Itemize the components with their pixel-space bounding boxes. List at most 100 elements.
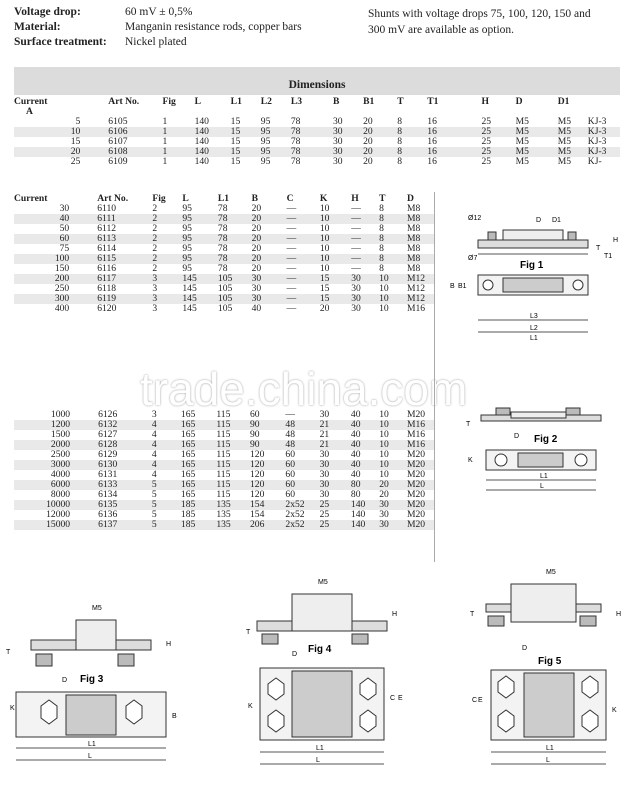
table-cell: 165 xyxy=(180,459,196,470)
table-cell: 115 xyxy=(216,469,231,480)
table-cell: 25 xyxy=(481,156,492,167)
table-cell: 10 xyxy=(319,263,330,274)
table-cell: 30 xyxy=(319,489,330,500)
table-cell: 6135 xyxy=(98,499,118,510)
table-cell: — xyxy=(286,223,297,234)
table-cell: 2000 xyxy=(50,439,71,450)
table-cell: 115 xyxy=(216,479,231,490)
table-cell: 165 xyxy=(180,429,196,440)
b1-label: B1 xyxy=(458,283,467,290)
fig3-drawing: M5 T H D Fig 3 K B L1 L xyxy=(6,605,177,761)
table-cell: 40 xyxy=(350,429,361,440)
table-cell: 2 xyxy=(152,213,158,224)
e-label: E xyxy=(398,695,403,702)
table-cell: 16 xyxy=(427,116,437,127)
table-cell: 30 xyxy=(351,303,361,314)
table-cell: 20 xyxy=(70,146,81,157)
table-cell: 6136 xyxy=(98,509,118,520)
table-cell: M20 xyxy=(406,479,426,490)
table-header-cell: L1 xyxy=(230,96,242,107)
table-cell: 6129 xyxy=(98,449,118,460)
table-cell: KJ-3 xyxy=(587,116,607,127)
table-cell: M16 xyxy=(406,419,426,430)
k-label: K xyxy=(468,457,473,464)
table-cell: 16 xyxy=(427,136,437,147)
table-cell: 165 xyxy=(180,409,196,420)
table-cell: 2 xyxy=(152,243,158,254)
table-cell: 135 xyxy=(216,519,231,530)
l-label: L xyxy=(546,757,550,764)
table-cell: 1000 xyxy=(50,409,71,420)
table-header-row: A xyxy=(14,107,620,117)
table-cell: — xyxy=(351,233,361,244)
table-cell: 60 xyxy=(285,459,295,470)
table-cell: 100 xyxy=(54,253,70,264)
table-cell: 78 xyxy=(290,136,301,147)
table-cell: 150 xyxy=(54,263,70,274)
table-cell: 10 xyxy=(379,303,389,314)
table-cell: 30 xyxy=(351,283,361,294)
fig5-drawing: M5 T H D Fig 5 C E K L1 L xyxy=(470,569,621,765)
table-cell: M8 xyxy=(406,263,421,274)
table-cell: 78 xyxy=(217,263,228,274)
table-cell: — xyxy=(286,263,297,274)
table-cell: 8 xyxy=(379,223,384,234)
b-label: B xyxy=(172,713,177,720)
table-cell: 8 xyxy=(397,116,402,127)
spec-key: Material: xyxy=(14,21,61,33)
l3-label: L3 xyxy=(530,313,538,320)
table-cell: M8 xyxy=(406,243,421,254)
table-cell: 20 xyxy=(379,479,389,490)
table-cell: 20 xyxy=(251,263,262,274)
table-cell: 95 xyxy=(182,253,192,264)
table-cell: 6112 xyxy=(97,223,117,234)
table-header-unit: A xyxy=(26,106,33,117)
table-cell: 20 xyxy=(363,136,373,147)
table-cell: 140 xyxy=(194,136,209,147)
table-cell: M16 xyxy=(406,439,426,450)
table-cell: 1 xyxy=(162,136,168,147)
t-label: T xyxy=(470,611,475,618)
table-cell: 140 xyxy=(194,146,209,157)
table-cell: — xyxy=(285,409,295,420)
fig2-label: Fig 2 xyxy=(534,434,558,445)
table-header-cell: T xyxy=(379,193,386,204)
table-cell: 115 xyxy=(216,409,231,420)
table-cell: 10 xyxy=(319,203,330,214)
table-header-cell: C xyxy=(286,193,294,204)
table-cell: 30 xyxy=(332,136,343,147)
table-cell: M20 xyxy=(406,409,426,420)
table-cell: 3 xyxy=(152,283,158,294)
table-cell: 6117 xyxy=(97,273,117,284)
table-cell: 140 xyxy=(194,156,209,167)
table-cell: M5 xyxy=(557,116,572,127)
table-cell: 30 xyxy=(319,459,330,470)
table-cell: 120 xyxy=(249,489,265,500)
table-cell: 15 xyxy=(230,136,241,147)
table-cell: 20 xyxy=(251,253,262,264)
d1-label: D1 xyxy=(552,217,561,224)
table-cell: 165 xyxy=(180,419,196,430)
table-cell: 2 xyxy=(152,233,158,244)
table-cell: 48 xyxy=(285,439,295,450)
table-header-cell: Current xyxy=(14,96,48,107)
table-cell: 25 xyxy=(481,136,492,147)
c-label: C xyxy=(390,695,395,702)
d-label: D xyxy=(292,651,297,658)
table-cell: 6119 xyxy=(97,293,117,304)
table-cell: 48 xyxy=(285,429,295,440)
table-cell: 30 xyxy=(332,116,343,127)
table-cell: 4 xyxy=(151,469,157,480)
table-header-cell: H xyxy=(351,193,359,204)
table-cell: 2x52 xyxy=(285,519,305,530)
table-header-cell: L1 xyxy=(217,193,230,204)
table-cell: M5 xyxy=(515,136,529,147)
table-cell: 78 xyxy=(217,213,228,224)
